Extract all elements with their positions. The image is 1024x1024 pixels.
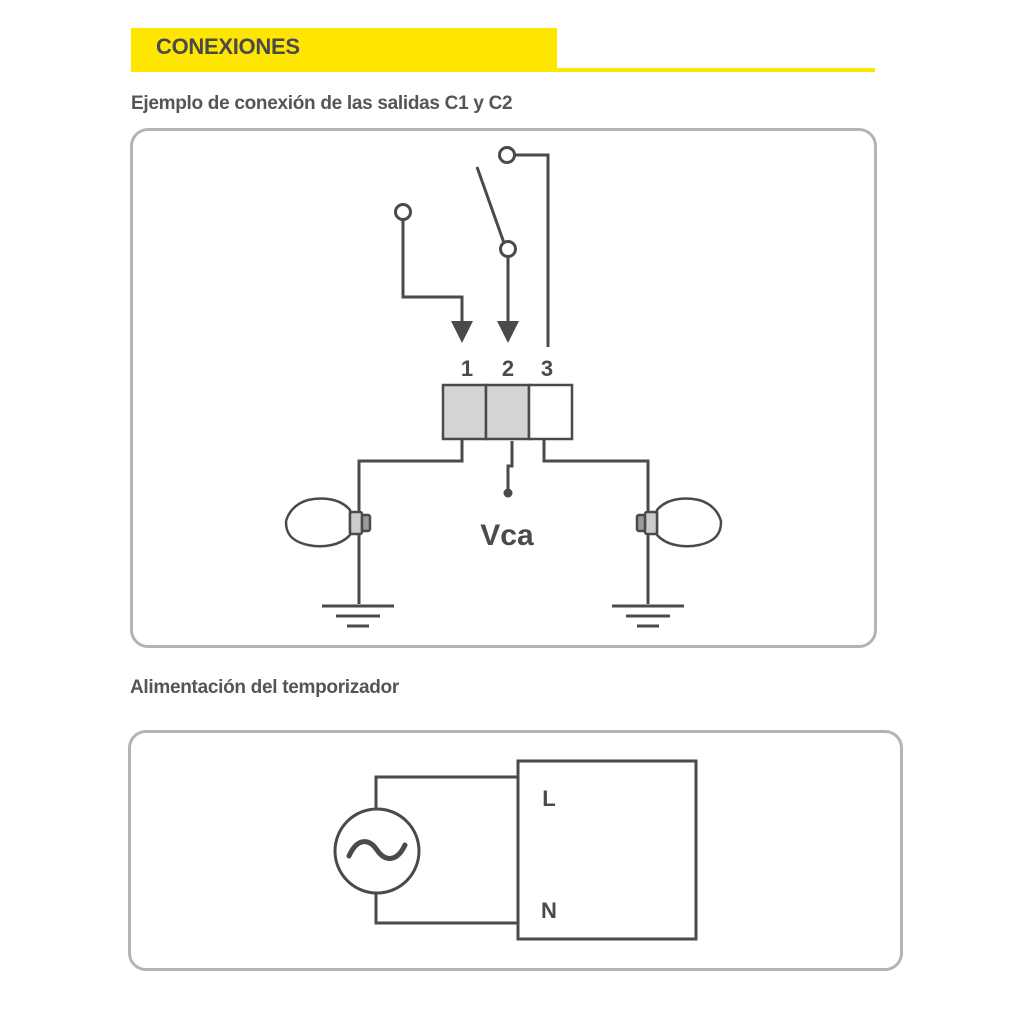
header-band bbox=[131, 28, 557, 72]
header-underline bbox=[131, 68, 875, 72]
terminal-1 bbox=[441, 383, 488, 441]
terminal-label-1: 1 bbox=[461, 356, 473, 381]
wire-nc-contact bbox=[401, 220, 464, 322]
contact-circle-top bbox=[498, 146, 516, 164]
section-title-power: Alimentación del temporizador bbox=[130, 677, 399, 698]
terminal-label-3: 3 bbox=[541, 356, 553, 381]
supply-label: Vca bbox=[480, 519, 534, 552]
page-title: CONEXIONES bbox=[156, 34, 300, 59]
contact-circle-common bbox=[499, 240, 517, 258]
ground-symbol-right bbox=[612, 604, 684, 628]
terminal-label-2: 2 bbox=[502, 356, 514, 381]
ac-tilde-icon bbox=[346, 839, 408, 861]
wire-no-contact bbox=[515, 153, 550, 347]
terminal-label-l: L bbox=[542, 786, 555, 811]
wire-line bbox=[374, 775, 540, 810]
arrow-terminal-2 bbox=[497, 321, 519, 343]
section-title-outputs: Ejemplo de conexión de las salidas C1 y … bbox=[131, 93, 513, 114]
contact-circle-left bbox=[394, 203, 412, 221]
switch-blade bbox=[475, 166, 506, 244]
wire-supply bbox=[506, 441, 514, 493]
wire-output-right bbox=[542, 437, 650, 604]
timer-box bbox=[516, 759, 698, 941]
wire-output-left bbox=[357, 437, 464, 604]
wire-neutral bbox=[374, 889, 540, 925]
arrow-terminal-1 bbox=[451, 321, 473, 343]
lamp-left-icon bbox=[284, 497, 372, 548]
terminal-2 bbox=[484, 383, 531, 441]
terminal-3 bbox=[527, 383, 574, 441]
supply-dot bbox=[503, 488, 513, 498]
ground-symbol-left bbox=[322, 604, 394, 628]
lamp-right-icon bbox=[635, 497, 723, 548]
power-diagram-panel bbox=[128, 730, 903, 971]
terminal-label-n: N bbox=[541, 898, 557, 923]
